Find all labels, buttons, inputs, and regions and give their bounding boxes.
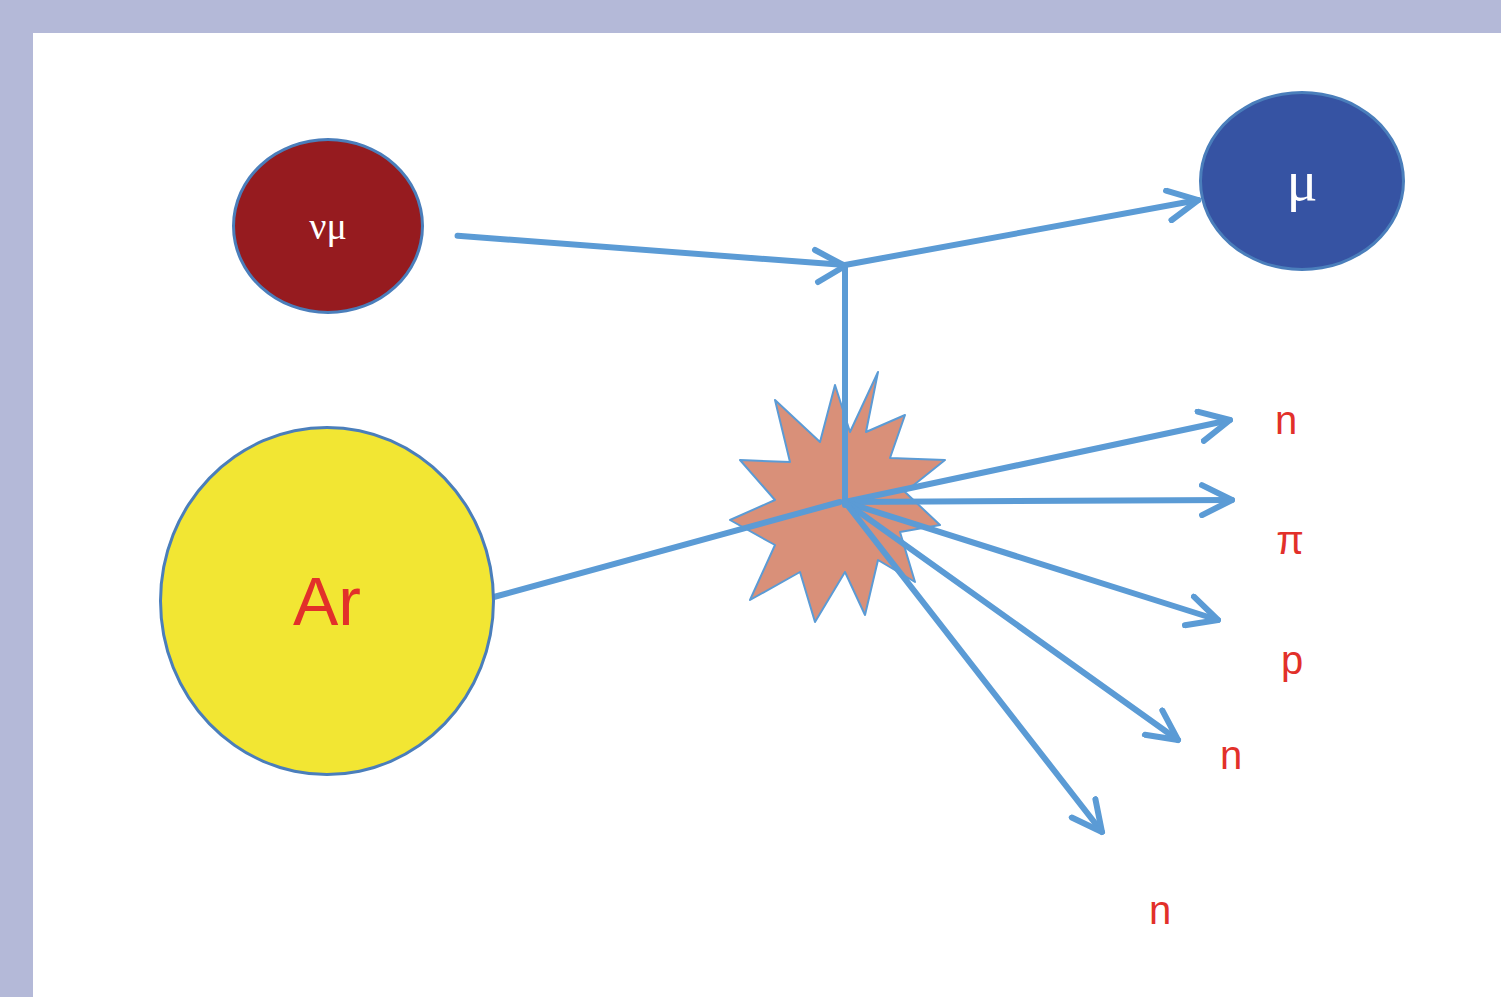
argon-nucleus: Ar	[159, 426, 495, 776]
particle-label: n	[1149, 890, 1171, 930]
particle-name: μ	[1286, 152, 1317, 210]
boson-line	[842, 265, 848, 505]
muon-circle: μ	[1199, 91, 1405, 271]
product-arrow	[845, 502, 1178, 740]
particle-label: p	[1281, 640, 1303, 680]
particle-label: π	[1276, 520, 1304, 560]
product-arrow	[845, 502, 1102, 832]
particle-name: νμ	[309, 207, 347, 245]
product-arrow	[845, 420, 1230, 502]
particle-label: n	[1220, 735, 1242, 775]
interaction-arrow	[458, 200, 1199, 265]
product-arrow	[845, 502, 1218, 620]
product-arrow	[845, 500, 1232, 502]
panel	[33, 33, 1501, 997]
neutrino-circle: νμ	[232, 138, 424, 314]
particle-name: Ar	[293, 567, 361, 635]
particle-label: n	[1275, 400, 1297, 440]
target-line	[490, 502, 840, 598]
